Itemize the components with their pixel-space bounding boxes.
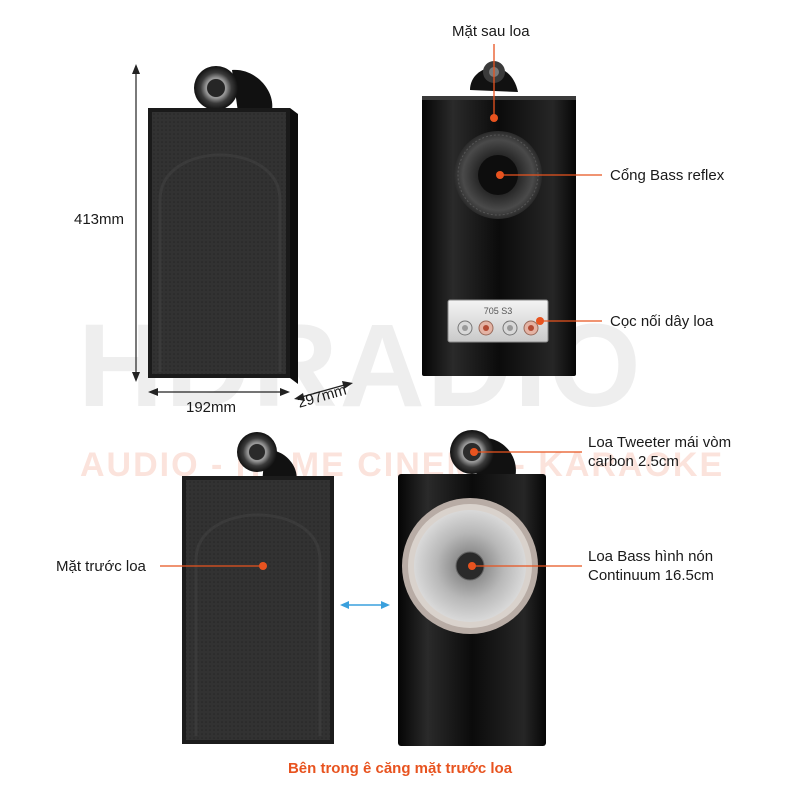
front-view-top: [148, 66, 298, 384]
binding-posts-label: Cọc nối dây loa: [610, 313, 714, 330]
bottom-caption: Bên trong ê căng mặt trước loa: [287, 760, 513, 777]
front-grille-label: Mặt trước loa: [56, 558, 146, 575]
binding-post-icons: [457, 320, 539, 336]
swap-arrow-icon: [340, 601, 390, 609]
tweeter-label-line2: carbon 2.5cm: [588, 453, 679, 470]
naked-front-view: [398, 430, 546, 746]
height-label: 413mm: [74, 211, 125, 228]
front-view-bottom: [182, 432, 334, 744]
tweeter-label-line1: Loa Tweeter mái vòm: [588, 434, 732, 451]
rear-side-label: Mặt sau loa: [452, 23, 530, 40]
rear-view: 705 S3: [422, 61, 576, 376]
grille-cloth-bottom: [186, 480, 330, 740]
terminal-plate-model: 705 S3: [484, 306, 513, 316]
grille-cloth: [152, 112, 286, 374]
bass-reflex-label: Cổng Bass reflex: [610, 167, 725, 184]
dimension-arrows: [132, 64, 353, 401]
bass-driver-label-line2: Continuum 16.5cm: [588, 567, 714, 584]
width-label: 192mm: [186, 399, 237, 416]
callout-leaders: [160, 44, 602, 570]
bass-driver-label-line1: Loa Bass hình nón: [588, 548, 714, 565]
